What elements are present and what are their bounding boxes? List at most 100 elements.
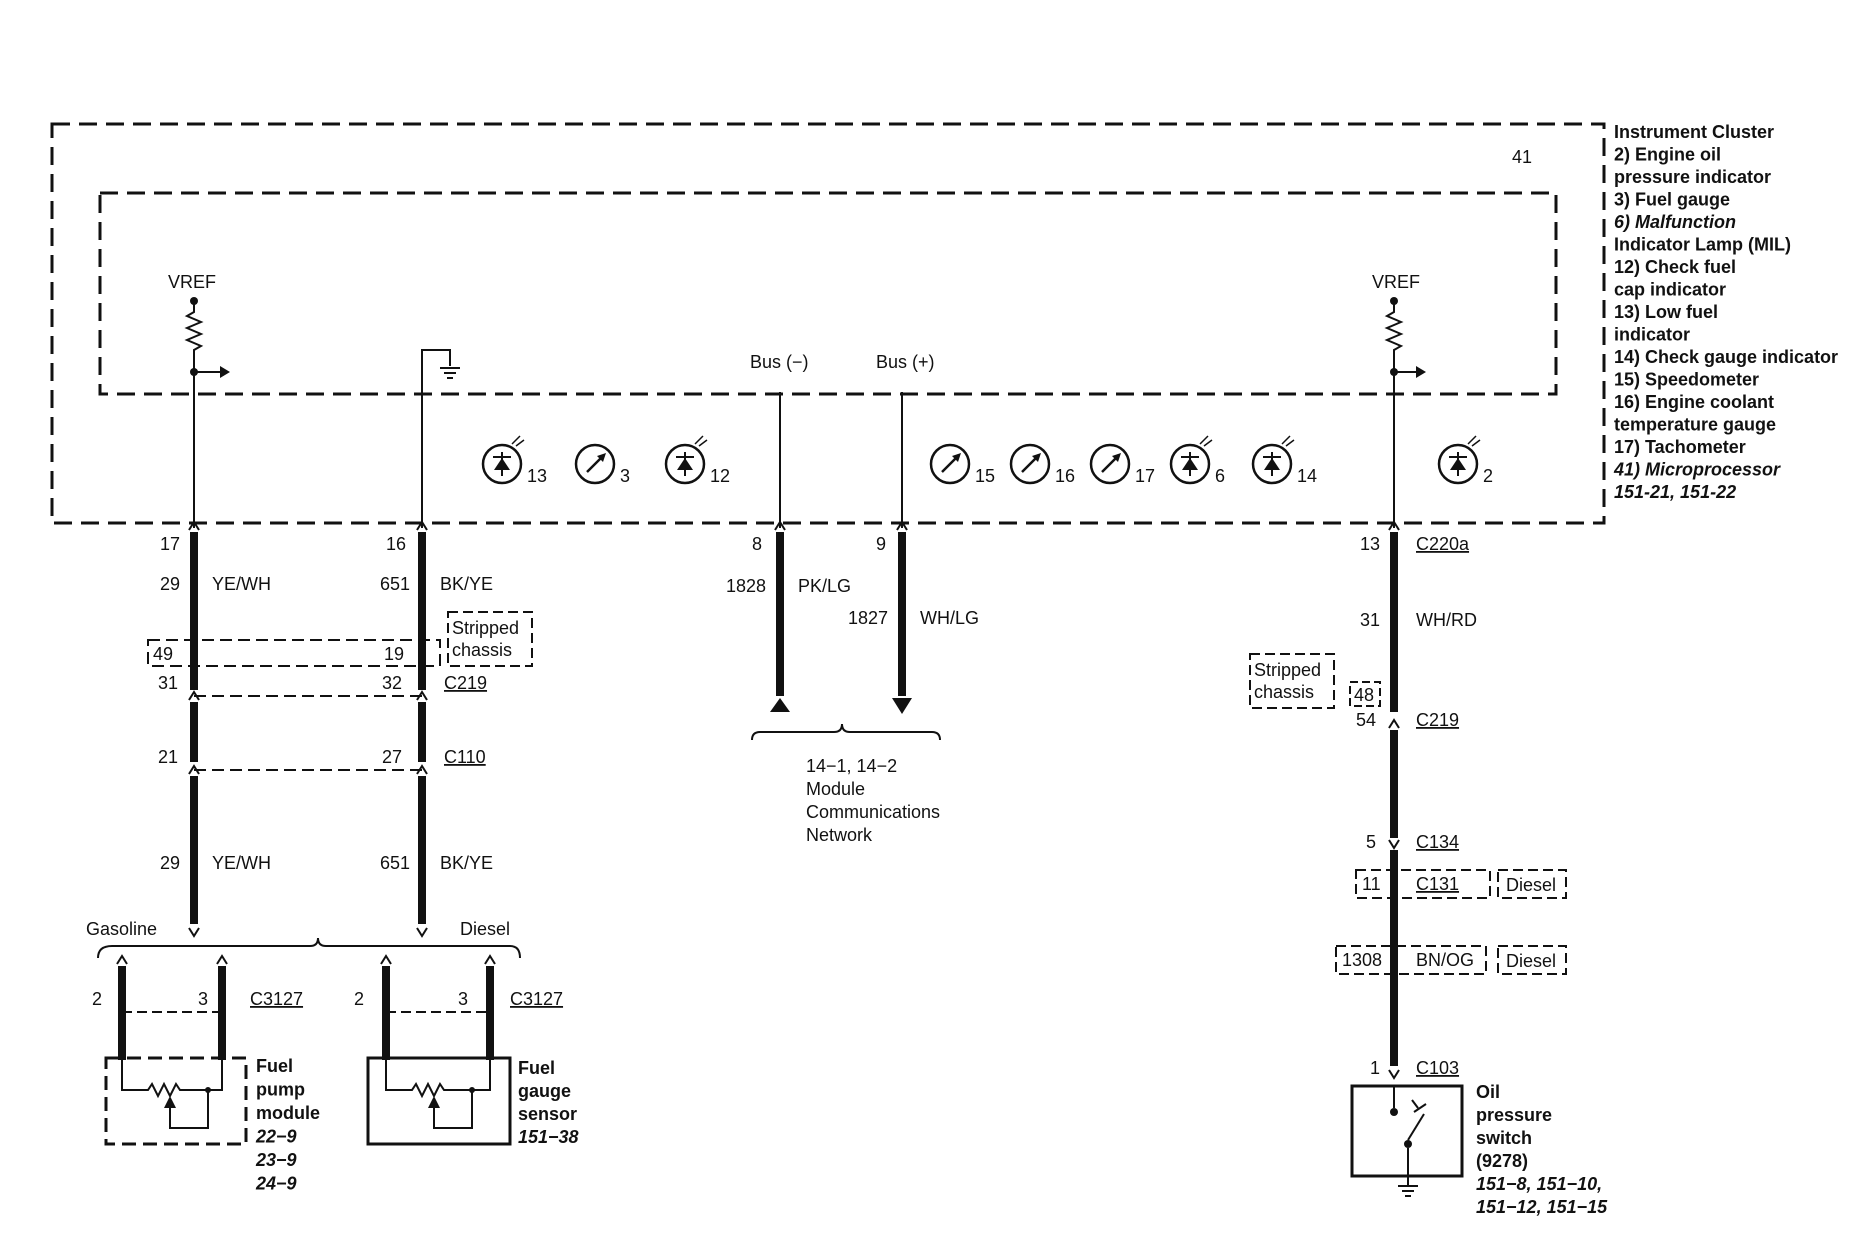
legend-line: 14) Check gauge indicator bbox=[1614, 347, 1838, 367]
c131-diesel-box bbox=[1355, 869, 1491, 899]
bus-plus-label: Bus (+) bbox=[876, 352, 935, 372]
fuel-right-stripped-pin: 19 bbox=[384, 644, 404, 664]
legend-line: 2) Engine oil bbox=[1614, 145, 1721, 165]
c219-fuel-label: C219 bbox=[444, 673, 487, 693]
legend-line: 13) Low fuel bbox=[1614, 302, 1718, 322]
bus-minus-label: Bus (−) bbox=[750, 352, 809, 372]
legend-line: Indicator Lamp (MIL) bbox=[1614, 235, 1791, 255]
stripped-chassis-tag-oil bbox=[1249, 653, 1335, 709]
component-ref-line: 23−9 bbox=[255, 1150, 297, 1170]
c3127-right-label: C3127 bbox=[510, 989, 563, 1009]
component-name-line: switch bbox=[1476, 1128, 1532, 1148]
fuel-left-stripped-pin: 49 bbox=[153, 644, 173, 664]
legend-line: pressure indicator bbox=[1614, 167, 1771, 187]
oil-circuit: 31 bbox=[1360, 610, 1380, 630]
diesel-tag1: Diesel bbox=[1506, 875, 1556, 895]
stripped-chassis-splice-fuel bbox=[147, 639, 441, 667]
fuel-pump-module-box bbox=[104, 1056, 248, 1146]
component-ref-line: 151−12, 151−15 bbox=[1476, 1197, 1608, 1217]
indicator-label: 3 bbox=[620, 466, 630, 486]
gauge-icon bbox=[574, 443, 616, 485]
indicator-label: 15 bbox=[975, 466, 995, 486]
component-ref-line: 22−9 bbox=[255, 1127, 297, 1147]
indicator-lamp-icon bbox=[1251, 435, 1295, 485]
instrument-cluster-outline bbox=[50, 122, 1606, 525]
fuel-right-circuit: 651 bbox=[380, 574, 410, 594]
bus-plus-color: WH/LG bbox=[920, 608, 979, 628]
component-name-line: pressure bbox=[1476, 1105, 1552, 1125]
bus-minus-color: PK/LG bbox=[798, 576, 851, 596]
indicator-label: 17 bbox=[1135, 466, 1155, 486]
component-name-line: gauge bbox=[518, 1081, 571, 1101]
wire-bk-ye bbox=[416, 520, 428, 938]
legend-line: 15) Speedometer bbox=[1614, 370, 1759, 390]
oil-pin: 13 bbox=[1360, 534, 1380, 554]
fuel-right-c219-pin: 32 bbox=[382, 673, 402, 693]
diesel-tag1-box bbox=[1497, 869, 1567, 899]
indicator-label: 12 bbox=[710, 466, 730, 486]
fuel-left-pin: 17 bbox=[160, 534, 180, 554]
indicator-label: 6 bbox=[1215, 466, 1225, 486]
component-name-line: pump bbox=[256, 1080, 305, 1100]
cluster-legend: Instrument Cluster 2) Engine oilpressure … bbox=[1613, 122, 1838, 502]
oil-diesel-color: BN/OG bbox=[1416, 950, 1474, 970]
network-line3: Communications bbox=[806, 802, 940, 822]
indicator-label: 13 bbox=[527, 466, 547, 486]
legend-line: 6) Malfunction bbox=[1614, 212, 1736, 232]
bus-plus-pin: 9 bbox=[876, 534, 886, 554]
fuel-gauge-sensor-box bbox=[366, 1056, 512, 1146]
microprocessor-outline bbox=[98, 191, 1558, 396]
fuel-pump-pin-right: 3 bbox=[198, 989, 208, 1009]
cluster-ref-number: 41 bbox=[1512, 147, 1532, 167]
oil-c103-label: C103 bbox=[1416, 1058, 1459, 1078]
diesel-tag2-box bbox=[1497, 945, 1567, 975]
fuel-left-c110-pin: 21 bbox=[158, 747, 178, 767]
gauge-icon bbox=[929, 443, 971, 485]
legend-line: temperature gauge bbox=[1614, 415, 1776, 435]
gauge-icon bbox=[1009, 443, 1051, 485]
diesel-tag2: Diesel bbox=[1506, 951, 1556, 971]
stripped-chassis-fuel-line2: chassis bbox=[452, 640, 512, 660]
oil-diesel-circuit: 1308 bbox=[1342, 950, 1382, 970]
fuel-left-c219-pin: 31 bbox=[158, 673, 178, 693]
component-ref-line: 151−8, 151−10, bbox=[1476, 1174, 1602, 1194]
c110-fuel-label: C110 bbox=[444, 747, 486, 767]
fuel-sensor-pin-left: 2 bbox=[354, 989, 364, 1009]
gauge-icon bbox=[1089, 443, 1131, 485]
wire-wh-lg bbox=[892, 520, 912, 714]
network-line2: Module bbox=[806, 779, 865, 799]
fuel-pump-pin-left: 2 bbox=[92, 989, 102, 1009]
fuel-right-pin: 16 bbox=[386, 534, 406, 554]
ground-icon bbox=[440, 367, 460, 379]
fuel-right-color: BK/YE bbox=[440, 574, 493, 594]
component-name-line: Oil bbox=[1476, 1082, 1500, 1102]
fuel-right-c110-pin: 27 bbox=[382, 747, 402, 767]
vref-right-label: VREF bbox=[1372, 272, 1420, 292]
stripped-chassis-oil-line1: Stripped bbox=[1254, 660, 1321, 680]
legend-line: 3) Fuel gauge bbox=[1614, 190, 1730, 210]
fuel-right-lower-circuit: 651 bbox=[380, 853, 410, 873]
stripped-chassis-oil-line2: chassis bbox=[1254, 682, 1314, 702]
oil-c134-label: C134 bbox=[1416, 832, 1459, 852]
fuel-pump-module-wiring bbox=[116, 954, 228, 1060]
fuel-sensor-rheostat bbox=[385, 1060, 491, 1129]
legend-line: Instrument Cluster bbox=[1614, 122, 1774, 142]
vref-left-resistor bbox=[184, 301, 204, 372]
engine-type-brace bbox=[97, 937, 521, 959]
gasoline-label: Gasoline bbox=[86, 919, 157, 939]
signal-return-wire bbox=[421, 349, 451, 528]
bus-minus-pin: 8 bbox=[752, 534, 762, 554]
wire-ye-wh bbox=[188, 520, 200, 938]
stripped-chassis-fuel-line1: Stripped bbox=[452, 618, 519, 638]
indicator-lamp-icon bbox=[664, 435, 708, 485]
bus-plus-circuit: 1827 bbox=[848, 608, 888, 628]
network-line4: Network bbox=[806, 825, 873, 845]
fuel-left-circuit: 29 bbox=[160, 574, 180, 594]
indicator-lamp-icon bbox=[1169, 435, 1213, 485]
legend-line: indicator bbox=[1614, 325, 1690, 345]
